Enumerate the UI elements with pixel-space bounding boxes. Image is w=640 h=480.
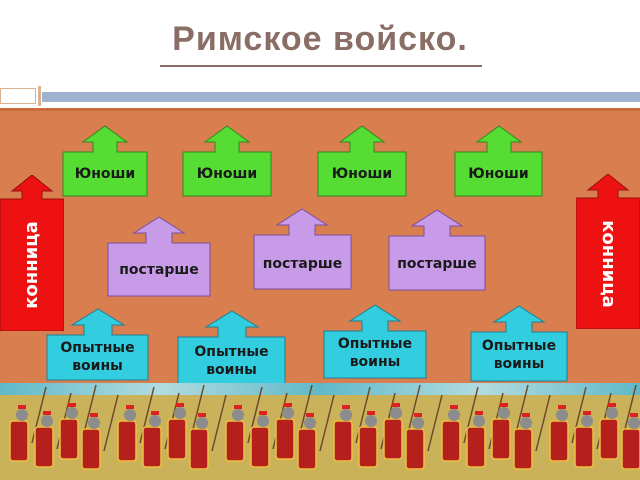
soldier-group <box>441 384 551 470</box>
youths-label: Юноши <box>468 166 529 182</box>
cavalry-block-left: конница <box>0 175 64 331</box>
soldier-group <box>225 384 335 470</box>
decor-separator <box>38 86 41 106</box>
title-underline <box>160 65 482 67</box>
page-title: Римское войско. <box>172 20 468 58</box>
veterans-label: Опытные воины <box>337 336 413 370</box>
veterans-label: Опытные воины <box>60 340 135 374</box>
youths-block-4: Юноши <box>454 125 543 197</box>
veterans-label: Опытные воины <box>481 338 557 372</box>
youths-block-2: Юноши <box>182 125 272 197</box>
decor-bar-right <box>42 92 640 102</box>
soldier-group <box>549 384 640 470</box>
cavalry-label: конница <box>598 220 619 308</box>
roman-soldiers-image <box>0 383 640 480</box>
cavalry-label: конница <box>21 221 42 309</box>
soldier-group <box>333 384 443 470</box>
youths-label: Юноши <box>74 166 136 182</box>
older-block-1: постарше <box>107 216 211 297</box>
youths-label: Юноши <box>196 166 258 182</box>
older-label: постарше <box>119 262 199 278</box>
older-label: постарше <box>397 256 477 272</box>
decor-bar-left <box>0 88 36 104</box>
veterans-block-4: Опытные воины <box>470 305 568 382</box>
veterans-label: Опытные воины <box>194 344 269 378</box>
veterans-block-2: Опытные воины <box>177 310 286 387</box>
youths-block-1: Юноши <box>62 125 148 197</box>
youths-label: Юноши <box>331 166 393 182</box>
older-block-3: постарше <box>388 209 486 291</box>
older-block-2: постарше <box>253 208 352 290</box>
older-label: постарше <box>262 256 343 272</box>
soldier-group <box>9 384 119 470</box>
veterans-block-1: Опытные воины <box>46 308 149 381</box>
cavalry-block-right: конница <box>576 174 640 329</box>
veterans-block-3: Опытные воины <box>323 304 427 379</box>
sky-strip <box>0 383 640 395</box>
youths-block-3: Юноши <box>317 125 407 197</box>
soldier-group <box>117 384 227 470</box>
